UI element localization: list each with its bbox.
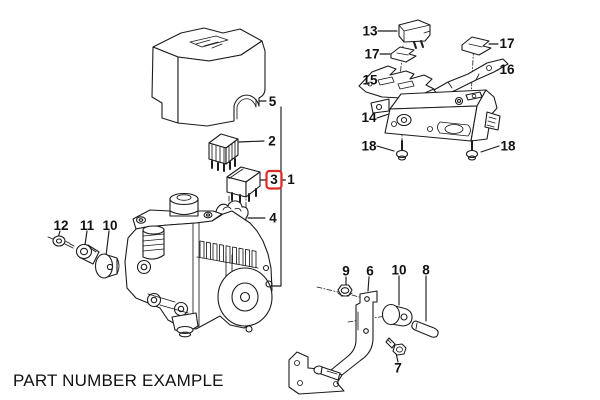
- part-label-16[interactable]: 16: [499, 62, 515, 77]
- module-13-drawing: [398, 19, 431, 49]
- part-label-12[interactable]: 12: [53, 218, 68, 233]
- part-label-13[interactable]: 13: [362, 24, 378, 39]
- part-label-4[interactable]: 4: [269, 211, 277, 226]
- hydro-unit-drawing: [124, 192, 273, 338]
- screw-18-left-drawing: [395, 140, 409, 161]
- part-label-7[interactable]: 7: [394, 361, 402, 376]
- caption-part-number-example: PART NUMBER EXAMPLE: [13, 371, 224, 390]
- bushing-10b-drawing: [381, 303, 413, 327]
- nut-9-drawing: [337, 284, 353, 297]
- part-label-11[interactable]: 11: [80, 218, 95, 233]
- clip-17-right-drawing: [461, 36, 492, 56]
- part-label-5[interactable]: 5: [269, 94, 277, 109]
- clip-17-left-drawing: [390, 46, 417, 63]
- relay-small-drawing: [226, 166, 261, 203]
- pin-8-drawing: [411, 320, 439, 338]
- bushing-11-drawing: [75, 243, 100, 265]
- part-label-14[interactable]: 14: [361, 110, 377, 125]
- bushing-10-drawing: [94, 253, 120, 279]
- part-label-1[interactable]: 1: [287, 172, 295, 187]
- part-labels: 13 17 17 15 16 14 18 18 5 2 3 1 4 12 11 …: [53, 24, 516, 376]
- part-label-3[interactable]: 3: [270, 172, 278, 187]
- highlight-box-part-3: [265, 169, 283, 190]
- cover-drawing: [151, 27, 266, 127]
- part-label-17-left[interactable]: 17: [364, 47, 379, 62]
- part-label-10-right[interactable]: 10: [391, 263, 406, 278]
- part-label-8[interactable]: 8: [422, 263, 430, 278]
- control-unit-14-drawing: [370, 89, 501, 142]
- part-label-10-left[interactable]: 10: [102, 218, 117, 233]
- screw-18-right-drawing: [465, 140, 479, 161]
- part-label-2[interactable]: 2: [268, 134, 276, 149]
- part-label-17-right[interactable]: 17: [499, 36, 514, 51]
- part-label-18-right[interactable]: 18: [500, 139, 516, 154]
- part-label-9[interactable]: 9: [342, 264, 350, 279]
- relay-large-drawing: [208, 133, 239, 172]
- bolt-7-drawing: [385, 337, 407, 356]
- part-label-15[interactable]: 15: [362, 73, 378, 88]
- part-label-18-left[interactable]: 18: [361, 139, 377, 154]
- bracket-15-drawing: [358, 65, 435, 99]
- part-label-6[interactable]: 6: [366, 264, 374, 279]
- grommet-12-drawing: [47, 235, 75, 249]
- leader-lines: [57, 30, 500, 363]
- support-bracket-6-drawing: [288, 290, 378, 395]
